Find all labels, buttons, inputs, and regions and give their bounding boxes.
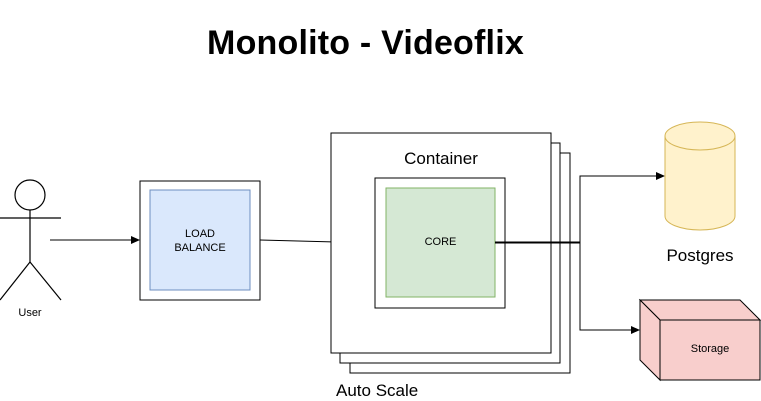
user-label: User: [18, 307, 42, 319]
load-balance-label-line2: BALANCE: [174, 242, 226, 254]
load-balance-label: LOAD BALANCE: [150, 227, 250, 255]
postgres-database-icon: [664, 121, 736, 231]
edge-core-to-storage: [495, 242, 640, 334]
edge-core-to-postgres: [495, 172, 665, 243]
storage-cube-icon: [638, 298, 761, 382]
user-actor-icon: [0, 179, 62, 301]
diagram-title: Monolito - Videoflix: [207, 24, 524, 62]
load-balance-label-line1: LOAD: [185, 228, 215, 240]
postgres-label: Postgres: [666, 246, 734, 265]
core-label: CORE: [424, 236, 457, 248]
auto-scale-label: Auto Scale: [336, 381, 419, 400]
storage-label: Storage: [690, 343, 730, 355]
container-label: Container: [404, 149, 478, 168]
core-node: [385, 187, 496, 298]
load-balance-node: [149, 189, 251, 291]
